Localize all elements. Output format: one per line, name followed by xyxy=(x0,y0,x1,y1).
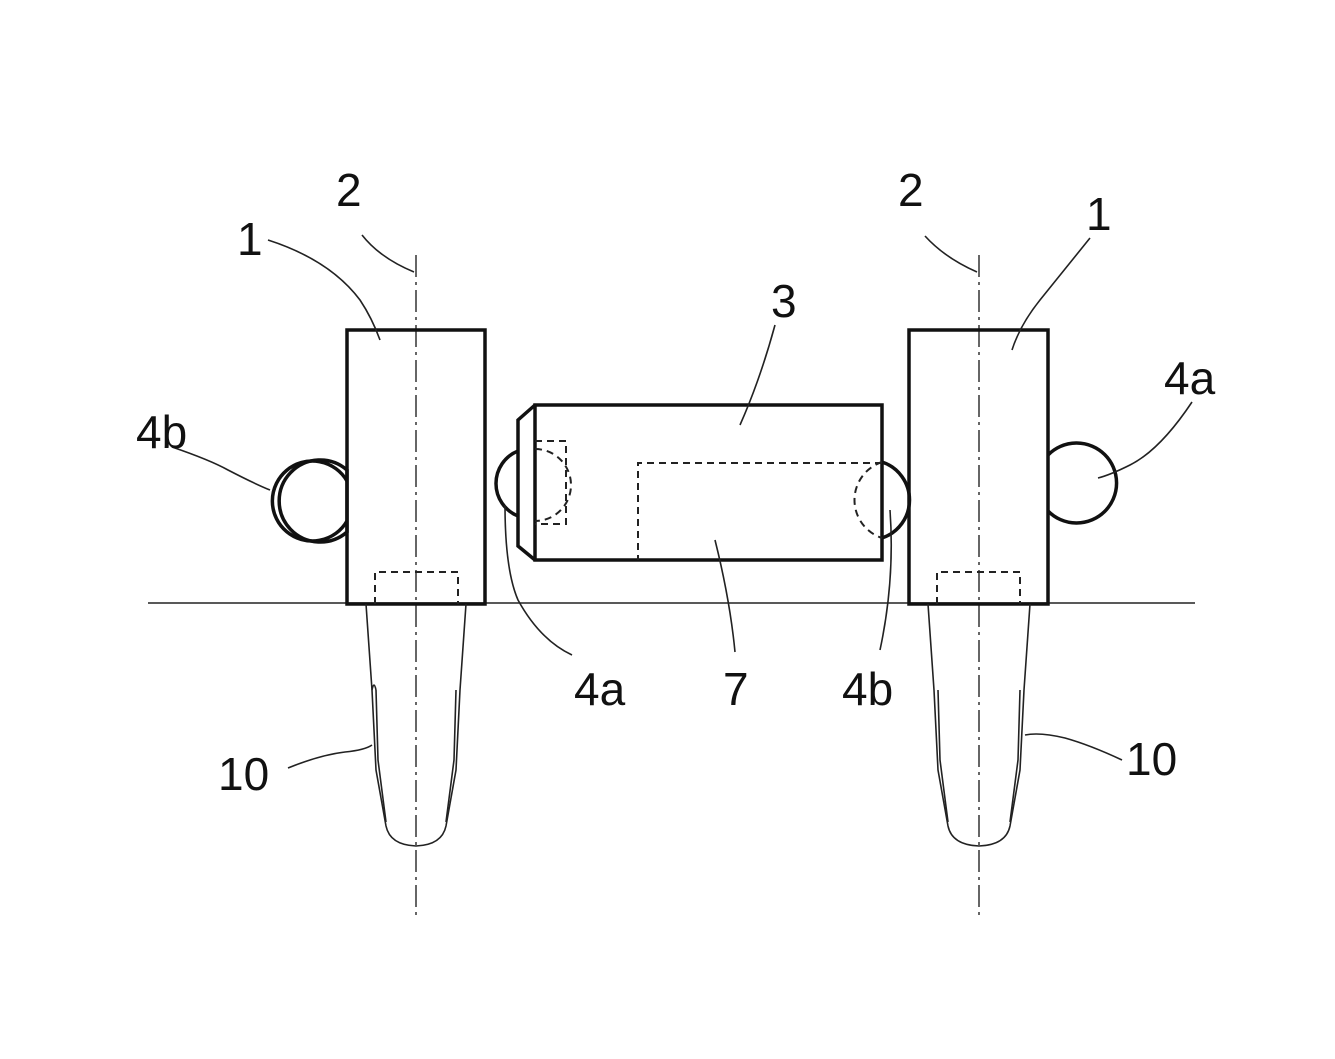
label-middle-block: 3 xyxy=(771,275,797,327)
label-right-pin: 10 xyxy=(1126,733,1177,785)
middle-assembly xyxy=(496,405,910,560)
label-left-outer-ball: 4b xyxy=(136,406,187,458)
leader-left-inner-ball xyxy=(505,505,572,655)
label-left-inner-ball: 4a xyxy=(574,663,626,715)
leader-right-axis xyxy=(925,236,977,272)
left-outer-ball xyxy=(272,461,347,541)
leader-right-block xyxy=(1012,238,1090,350)
leader-right-pin xyxy=(1025,734,1122,760)
leader-left-pin xyxy=(288,745,372,768)
right-inner-ball-hidden xyxy=(854,462,882,538)
leader-middle-inner-part xyxy=(715,540,735,652)
label-right-axis: 2 xyxy=(898,164,924,216)
leader-left-axis xyxy=(362,235,414,272)
middle-block xyxy=(535,405,882,560)
right-assembly xyxy=(909,255,1117,915)
middle-inner-part xyxy=(638,463,882,560)
right-inner-ball xyxy=(882,462,910,538)
label-left-block: 1 xyxy=(237,213,263,265)
middle-block-chamfer xyxy=(518,405,535,560)
left-outer-ball-edge xyxy=(279,460,347,542)
label-right-block: 1 xyxy=(1086,188,1112,240)
leader-left-block xyxy=(268,240,380,340)
label-right-outer-ball: 4a xyxy=(1164,352,1216,404)
left-inner-ball xyxy=(496,451,518,516)
right-outer-ball xyxy=(1048,443,1117,523)
left-assembly xyxy=(272,255,485,915)
leader-middle-block xyxy=(740,325,775,425)
label-left-axis: 2 xyxy=(336,164,362,216)
label-left-pin: 10 xyxy=(218,748,269,800)
label-middle-inner-part: 7 xyxy=(723,663,749,715)
label-right-inner-ball: 4b xyxy=(842,663,893,715)
